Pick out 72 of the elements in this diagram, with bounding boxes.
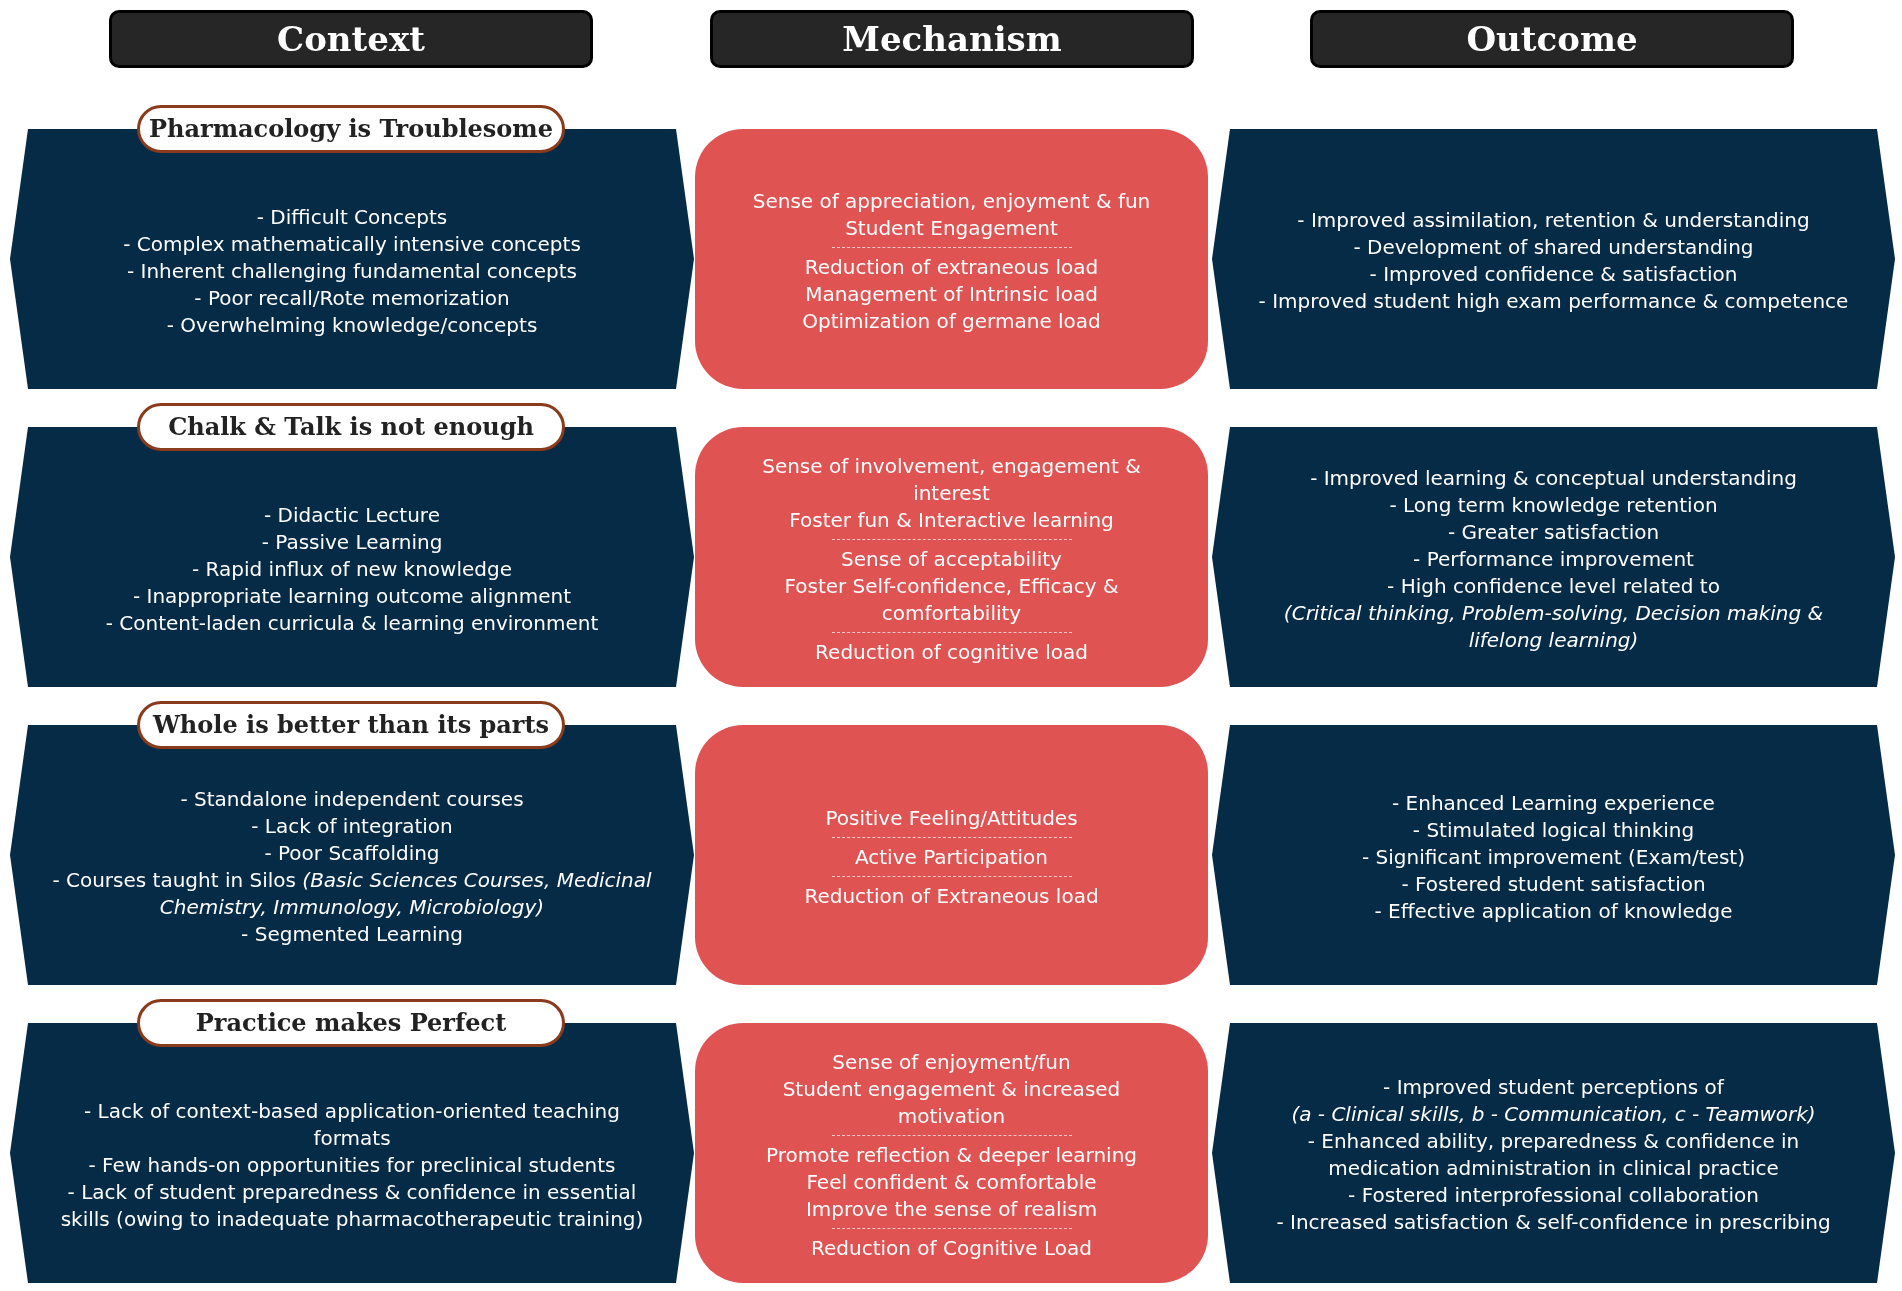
outcome-arrow-panel	[1212, 129, 1895, 389]
mechanism-text: Sense of acceptability	[841, 545, 1062, 573]
mechanism-text: Sense of enjoyment/fun	[832, 1048, 1071, 1076]
outcome-arrow-panel	[1212, 1023, 1895, 1283]
bullet-text: - Improved learning & conceptual understanding	[1310, 464, 1797, 492]
outcome-arrow-panel	[1212, 725, 1895, 985]
bullet-text: - Fostered interprofessional collaboration	[1348, 1182, 1759, 1209]
bullet-text: - Greater satisfaction	[1447, 518, 1660, 546]
bullet-text: - Few hands-on opportunities for preclinical students	[88, 1151, 616, 1179]
bullet-text: - Improved assimilation, retention & understanding	[1297, 207, 1810, 234]
bullet-text: - Significant improvement (Exam/test)	[1362, 843, 1745, 871]
bullet-text: (Critical thinking, Problem-solving, Decision making & lifelong learning)	[1282, 599, 1825, 654]
mechanism-text: Sense of involvement, engagement & interest	[761, 452, 1142, 507]
mechanism-text: Reduction of Cognitive Load	[811, 1234, 1092, 1262]
mechanism-text: Foster Self-confidence, Efficacy & comfortability	[783, 572, 1120, 627]
bullet-text: - Improved confidence & satisfaction	[1369, 261, 1738, 288]
mechanism-text: Improve the sense of realism	[805, 1195, 1098, 1223]
bullet-text: - Rapid influx of new knowledge	[192, 555, 512, 583]
section-heading: Chalk & Talk is not enough	[137, 403, 565, 451]
bullet-text: - Long term knowledge retention	[1389, 491, 1718, 519]
bullet-text: - Poor Scaffolding	[264, 840, 440, 867]
bullet-text: - Passive Learning	[261, 528, 443, 556]
bullet-text: - Difficult Concepts	[256, 203, 448, 231]
mechanism-text: Feel confident & comfortable	[806, 1168, 1097, 1196]
bullet-text: - Segmented Learning	[241, 921, 463, 948]
column-header: Mechanism	[710, 10, 1194, 68]
mechanism-panel	[695, 1023, 1208, 1283]
bullet-text: - Fostered student satisfaction	[1401, 870, 1706, 898]
mechanism-panel	[695, 129, 1208, 389]
bullet-text: (a - Clinical skills, b - Communication, c - Teamwork)	[1291, 1101, 1816, 1128]
bullet-text: - Complex mathematically intensive concepts	[123, 230, 581, 258]
bullet-text: - Content-laden curricula & learning environment	[105, 609, 599, 637]
outcome-arrow-panel	[1212, 427, 1895, 687]
mechanism-text: Reduction of extraneous load	[804, 253, 1099, 281]
section-heading: Pharmacology is Troublesome	[137, 105, 565, 153]
bullet-text: - Improved student perceptions of	[1383, 1074, 1724, 1101]
section-heading: Whole is better than its parts	[137, 701, 565, 749]
mechanism-text: Reduction of cognitive load	[815, 638, 1088, 666]
bullet-text: - Didactic Lecture	[264, 501, 440, 529]
section-heading: Practice makes Perfect	[137, 999, 565, 1047]
bullet-text: - Lack of context-based application-oriented teaching formats	[83, 1097, 621, 1152]
bullet-text: - Poor recall/Rote memorization	[194, 284, 510, 312]
bullet-text: - Stimulated logical thinking	[1412, 816, 1695, 844]
mechanism-text: Sense of appreciation, enjoyment & fun	[752, 187, 1151, 215]
column-header: Outcome	[1310, 10, 1794, 68]
mechanism-text: Foster fun & Interactive learning	[789, 506, 1114, 534]
mechanism-text: Student engagement & increased motivation	[781, 1075, 1122, 1130]
mechanism-panel	[695, 427, 1208, 687]
mechanism-text: Management of Intrinsic load	[805, 280, 1098, 308]
bullet-text: - Enhanced Learning experience	[1392, 789, 1715, 817]
bullet-text: - Lack of student preparedness & confidence in essential skills (owing to inadequate pharmacotherapeutic training)	[59, 1178, 645, 1233]
mechanism-text: Reduction of Extraneous load	[804, 882, 1099, 910]
bullet-text: - Courses taught in Silos (Basic Sciences Courses, Medicinal Chemistry, Immunology, Microbiology)	[51, 867, 653, 921]
bullet-text: - Enhanced ability, preparedness & confidence in medication administration in clinical practice	[1306, 1128, 1801, 1182]
mechanism-text: Positive Feeling/Attitudes	[825, 804, 1078, 832]
mechanism-text: Optimization of germane load	[802, 307, 1101, 335]
column-header: Context	[109, 10, 593, 68]
mechanism-panel	[695, 725, 1208, 985]
bullet-text: - Lack of integration	[251, 813, 453, 840]
mechanism-text: Student Engagement	[845, 214, 1058, 242]
bullet-text: - Effective application of knowledge	[1374, 897, 1733, 925]
mechanism-text: Promote reflection & deeper learning	[765, 1141, 1137, 1169]
mechanism-text: Active Participation	[854, 843, 1049, 871]
bullet-text: - Inherent challenging fundamental concepts	[126, 257, 578, 285]
bullet-text: - High confidence level related to	[1387, 572, 1720, 600]
bullet-text: - Performance improvement	[1413, 545, 1694, 573]
bullet-text: - Overwhelming knowledge/concepts	[166, 311, 538, 339]
bullet-text: - Improved student high exam performance & competence	[1258, 288, 1849, 315]
bullet-text: - Development of shared understanding	[1353, 234, 1754, 261]
bullet-text: - Standalone independent courses	[180, 786, 524, 813]
bullet-text: - Increased satisfaction & self-confidence in prescribing	[1276, 1209, 1831, 1236]
bullet-text: - Inappropriate learning outcome alignment	[132, 582, 572, 610]
